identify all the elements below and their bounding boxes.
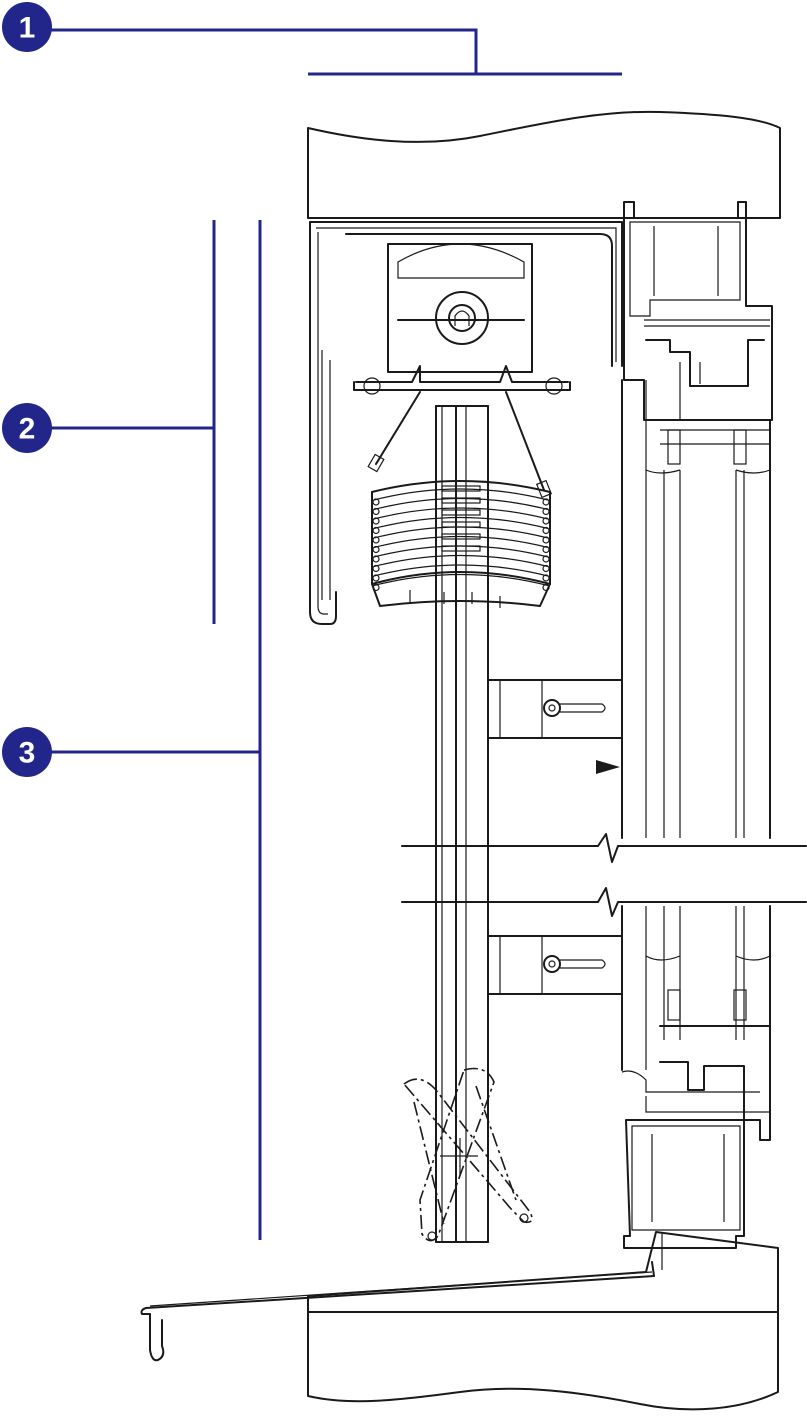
- callout-3-number: 3: [19, 737, 36, 770]
- callout-1-leader: [50, 28, 478, 74]
- head-box-cassette: [309, 221, 623, 625]
- callout-2-badge: [2, 403, 52, 453]
- mounting-clip-upper: [487, 679, 623, 739]
- slat: [373, 507, 549, 520]
- headrail-bracket: [353, 243, 571, 395]
- callout-leaders: [50, 28, 622, 1240]
- callout-1: 1: [2, 2, 52, 52]
- lintel: [307, 110, 781, 219]
- ladder-rung: [441, 497, 481, 504]
- slat: [373, 516, 549, 530]
- callout-3-badge: [2, 727, 52, 777]
- ladder-rung: [441, 485, 481, 492]
- ladder-rung: [441, 521, 481, 528]
- ladder-rung: [441, 545, 481, 552]
- callout-3: 3: [2, 727, 52, 777]
- callout-1-badge: [2, 2, 52, 52]
- sill-drip-flashing: [140, 1261, 655, 1362]
- callout-2: 2: [2, 403, 52, 453]
- slat: [373, 535, 549, 549]
- slat-stack-sides: [371, 491, 551, 585]
- ladder-rung: [441, 533, 481, 540]
- ladder-rung: [441, 509, 481, 516]
- bottom-rail: [371, 571, 551, 607]
- slat: [373, 488, 549, 501]
- guide-rail: [435, 405, 489, 1243]
- window-sill: [307, 1231, 779, 1411]
- slat: [373, 573, 549, 587]
- slat-stack: [371, 480, 551, 608]
- callout-1-number: 1: [19, 12, 36, 45]
- direction-arrow-icon: [596, 760, 620, 774]
- ladder-cords: [367, 391, 553, 499]
- callout-2-number: 2: [19, 413, 36, 446]
- tilted-slat-outline: [402, 1067, 533, 1242]
- mounting-clip-lower: [487, 935, 623, 995]
- top-slat: [371, 480, 551, 493]
- slat: [373, 554, 549, 568]
- window-frame: [401, 201, 807, 1249]
- slat: [373, 564, 549, 577]
